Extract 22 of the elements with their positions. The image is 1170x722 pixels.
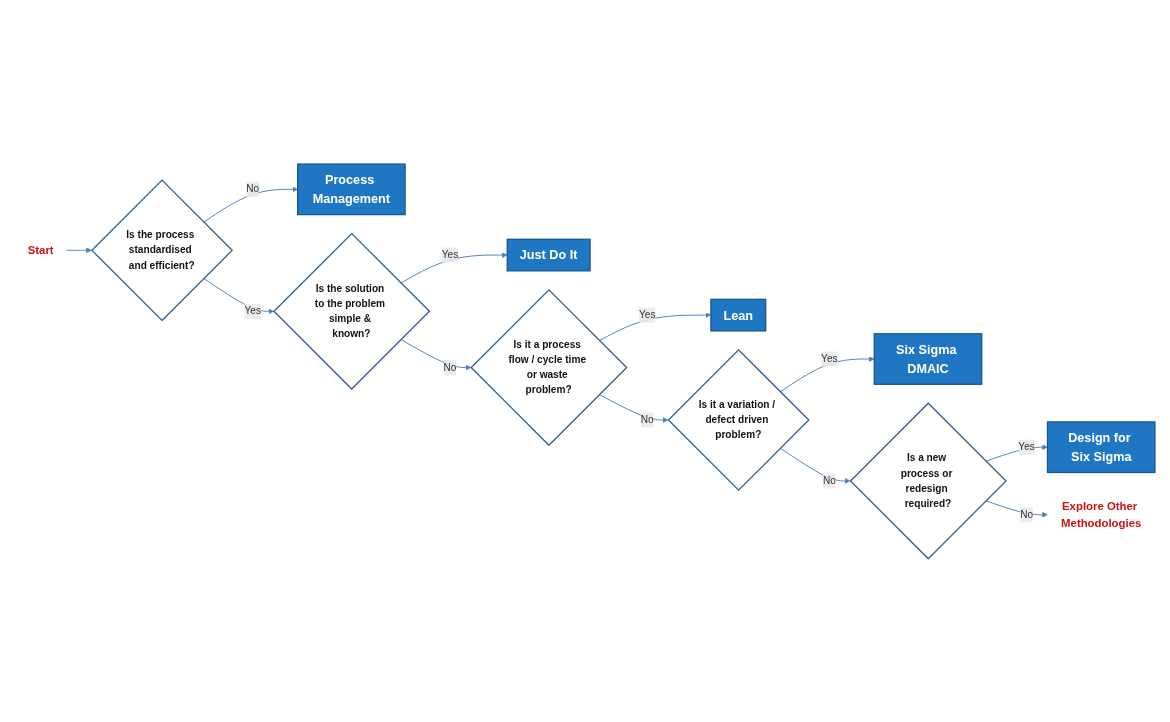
node-diamond: Is it a process flow / cycle time or waste problem? [470, 288, 628, 446]
node-box: Design for Six Sigma [1046, 420, 1156, 473]
edge-label: Yes [1018, 441, 1035, 452]
edge-label: Yes [821, 352, 838, 364]
edge-label: Yes [441, 248, 459, 260]
edge-label: No [640, 413, 654, 425]
node-diamond: Is it a variation / defect driven problem? [667, 348, 810, 491]
edge-label: No [246, 183, 260, 194]
edge-label: Yes [639, 309, 656, 320]
node-diamond: Is the process standardised and efficient? [90, 178, 234, 321]
node-box: Just Do It [506, 238, 591, 272]
node-text: Explore Other Methodologies [1061, 499, 1142, 529]
node-diamond: Is the solution to the problem simple & known? [273, 232, 431, 390]
edge-label: No [1020, 508, 1034, 520]
edge-label: No [443, 361, 457, 373]
node-box: Six Sigma DMAIC [873, 332, 983, 385]
node-diamond: Is a new process or redesign required? [849, 401, 1007, 560]
node-box: Process Management [297, 163, 406, 215]
node-box: Lean [710, 298, 767, 332]
edge-label: Yes [244, 305, 261, 316]
node-text: Start [27, 243, 54, 256]
edge-label: No [822, 474, 836, 486]
